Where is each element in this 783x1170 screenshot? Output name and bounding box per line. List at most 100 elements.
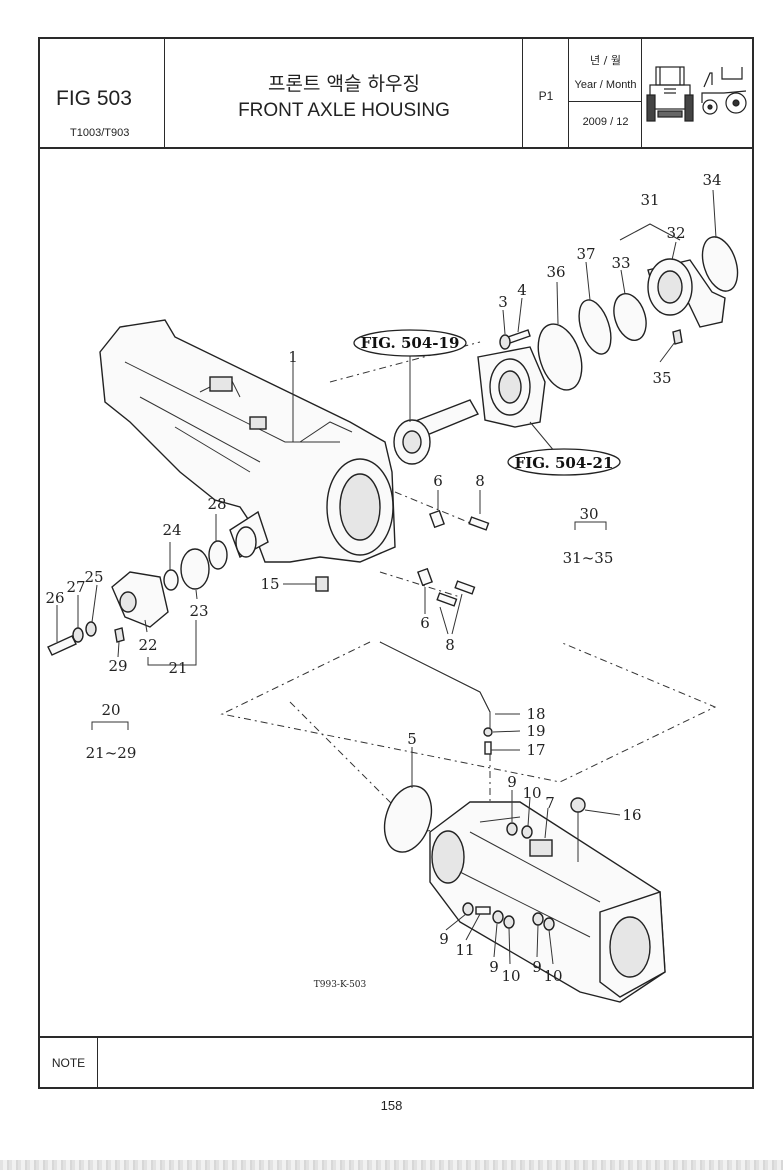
date-cell: 년 / 월 Year / Month 2009 / 12 [569,39,642,147]
part-label: 24 [162,521,181,539]
part-label: 31 [640,191,659,209]
washer-9 [506,822,518,836]
washer-9 [462,902,474,916]
washer-9 [532,912,544,926]
title-cell: 프론트 액슬 하우징 FRONT AXLE HOUSING [165,39,523,147]
washer-9 [492,910,504,924]
figure-number-cell: FIG 503 T1003/T903 [40,39,165,147]
part-label: 8 [475,472,485,490]
note-label: NOTE [40,1038,98,1089]
guide-line [220,641,717,783]
plug-15 [315,576,329,592]
o-ring-37 [578,299,612,355]
part-label: 9 [507,773,517,791]
part-label: 30 [579,505,598,523]
part-label: 26 [45,589,64,607]
part-label: 27 [66,578,85,596]
fig-504-19-callout: FIG. 504-19 [353,329,467,357]
part-label: 9 [439,930,449,948]
part-label: 3 [498,293,508,311]
title-english: FRONT AXLE HOUSING [238,100,450,121]
page-code-cell: P1 [523,39,569,147]
nut-10 [543,917,555,931]
title-korean: 프론트 액슬 하우징 [268,73,420,95]
part-label: 22 [138,636,157,654]
o-ring-28 [208,540,228,570]
part-label: 6 [420,614,430,632]
guide-line [379,571,461,598]
stud-8 [454,580,476,595]
page-code: P1 [538,89,554,103]
part-label: 35 [652,369,671,387]
ring-24 [163,569,179,591]
bolt-26 [47,635,77,656]
stud-8 [468,516,490,531]
o-ring-5 [383,785,433,853]
bearing-holder-part [477,346,546,428]
title-block: FIG 503 T1003/T903 프론트 액슬 하우징 FRONT AXLE… [40,39,752,149]
bushing-23 [180,548,210,590]
figure-number: FIG 503 [56,87,132,110]
part-label: 10 [501,967,520,985]
part-label: 17 [526,741,545,759]
part-label: 15 [260,575,279,593]
part-label: 37 [576,245,595,263]
page-frame: FIG 503 T1003/T903 프론트 액슬 하우징 FRONT AXLE… [38,37,754,1089]
tractor-icon [646,66,747,122]
svg-text:FIG. 504-21: FIG. 504-21 [515,454,614,472]
nut-10 [503,915,515,929]
part-label: 11 [455,941,474,959]
part-label: 29 [108,657,127,675]
bearing-33 [613,293,647,341]
grease-nipple-29 [114,627,125,643]
note-area: NOTE [40,1036,752,1089]
stud-8 [436,592,458,607]
revision-date: 2009 / 12 [582,116,629,128]
axle-housing-7 [429,801,666,1003]
part-label: 31~35 [563,549,614,567]
part-label: 28 [207,495,226,513]
breather-pipe-18 [379,641,491,730]
part-label: 6 [433,472,443,490]
pin-6 [429,509,445,529]
pinion-shaft-part [393,399,480,465]
o-ring-36 [537,323,583,391]
part-label: 8 [445,636,455,654]
part-label: 5 [407,730,417,748]
year-month-korean: 년 / 월 [590,54,621,67]
o-ring-34 [701,236,739,292]
part-label: 4 [517,281,527,299]
part-labels: 1 3 4 5 6 6 7 8 8 9 9 9 9 10 10 10 11 15… [45,171,721,985]
dipstick-16 [570,797,586,862]
part-label: 33 [611,254,630,272]
part-label: 32 [666,224,685,242]
bolt-11 [475,906,491,915]
scan-artifact-strip [0,1160,783,1170]
svg-text:FIG. 504-19: FIG. 504-19 [361,334,460,352]
part-label: 19 [526,722,545,740]
part-label: 36 [546,263,565,281]
part-label: 1 [288,348,298,366]
part-label: 16 [622,806,641,824]
part-label: 10 [522,784,541,802]
washer-3 [499,334,511,350]
part-label: 20 [101,701,120,719]
part-label: 25 [84,568,103,586]
date-divider [569,101,642,102]
tractor-icon-cell [642,39,752,147]
part-label: 23 [189,602,208,620]
fitting-17 [484,741,492,755]
pin-6 [417,567,433,587]
part-label: 18 [526,705,545,723]
page-number: 158 [380,1098,403,1113]
bolt-4 [507,329,531,344]
grease-nipple-35 [672,329,683,345]
washer-25 [85,621,97,637]
fig-504-21-callout: FIG. 504-21 [507,448,621,476]
part-label: 21~29 [86,744,137,762]
part-label: 7 [545,794,555,812]
axle-housing-part [99,319,396,563]
part-label: 10 [543,967,562,985]
model-numbers: T1003/T903 [70,127,130,139]
part-label: 9 [489,958,499,976]
